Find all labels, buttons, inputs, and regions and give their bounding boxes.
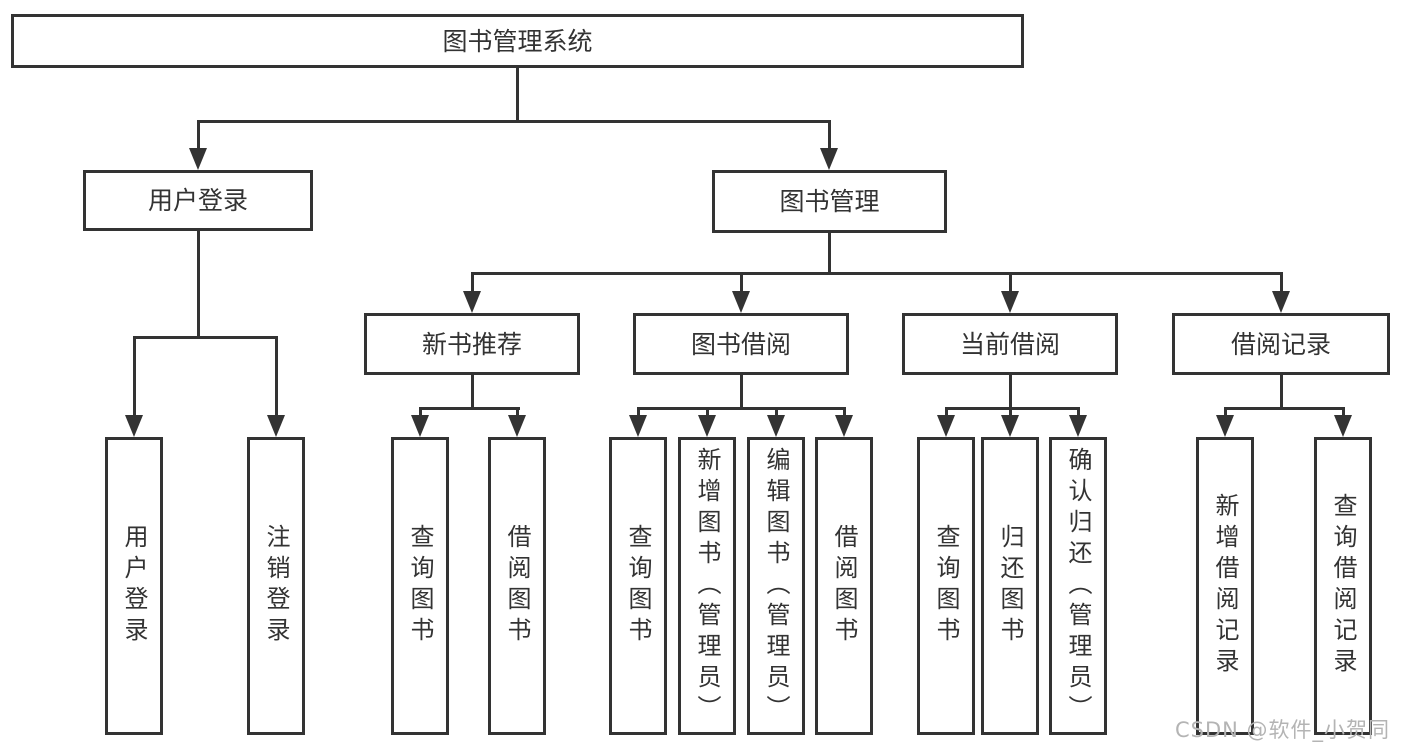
arrow-down-icon xyxy=(767,415,785,437)
leaf-edit-books-admin: 编辑图书（管理员） xyxy=(747,437,805,735)
arrow-down-icon xyxy=(732,291,750,313)
connector-section-bar xyxy=(945,407,1080,410)
connector-section-stem xyxy=(1280,375,1283,407)
connector-drop-section xyxy=(740,272,743,294)
connector-user-login-bar xyxy=(133,336,278,339)
connector-drop-leaf xyxy=(516,407,519,419)
leaf-borrow-books-1: 借阅图书 xyxy=(488,437,546,735)
connector-root-bar xyxy=(197,120,831,123)
connector-section-bar xyxy=(1224,407,1345,410)
arrow-down-icon xyxy=(835,415,853,437)
leaf-add-books-admin: 新增图书（管理员） xyxy=(678,437,736,735)
arrow-down-icon xyxy=(1069,415,1087,437)
arrow-down-icon xyxy=(1216,415,1234,437)
leaf-borrow-books-2: 借阅图书 xyxy=(815,437,873,735)
arrow-down-icon xyxy=(937,415,955,437)
connector-drop-section xyxy=(471,272,474,294)
connector-drop-leaf xyxy=(1342,407,1345,419)
leaf-user-login: 用户登录 xyxy=(105,437,163,735)
connector-drop-section xyxy=(1009,272,1012,294)
arrow-down-icon xyxy=(1001,291,1019,313)
connector-book-management-stem xyxy=(828,233,831,272)
connector-section-bar xyxy=(637,407,846,410)
arrow-down-icon xyxy=(1001,415,1019,437)
leaf-add-borrow-record: 新增借阅记录 xyxy=(1196,437,1254,735)
leaf-query-borrow-record: 查询借阅记录 xyxy=(1314,437,1372,735)
arrow-down-icon xyxy=(1272,291,1290,313)
connector-section-stem xyxy=(740,375,743,407)
arrow-down-icon xyxy=(125,415,143,437)
branch-book-management: 图书管理 xyxy=(712,170,947,233)
connector-drop-leaf xyxy=(1077,407,1080,419)
section-book-borrow: 图书借阅 xyxy=(633,313,849,375)
arrow-down-icon xyxy=(189,148,207,170)
root-node: 图书管理系统 xyxy=(11,14,1024,68)
arrow-down-icon xyxy=(820,148,838,170)
connector-section-stem xyxy=(1009,375,1012,407)
arrow-down-icon xyxy=(698,415,716,437)
arrow-down-icon xyxy=(1334,415,1352,437)
connector-drop-leaf xyxy=(275,336,278,416)
connector-root-stem xyxy=(516,68,519,123)
connector-drop-leaf xyxy=(775,407,778,419)
connector-drop-leaf xyxy=(1009,407,1012,419)
connector-drop-section xyxy=(1280,272,1283,294)
leaf-query-books-3: 查询图书 xyxy=(917,437,975,735)
section-current-borrow: 当前借阅 xyxy=(902,313,1118,375)
arrow-down-icon xyxy=(411,415,429,437)
leaf-query-books-2: 查询图书 xyxy=(609,437,667,735)
arrow-down-icon xyxy=(629,415,647,437)
csdn-watermark: CSDN @软件_小贺同学 xyxy=(1175,718,1391,742)
connector-drop-book-management xyxy=(828,120,831,152)
connector-user-login-stem xyxy=(197,231,200,336)
connector-drop-leaf xyxy=(706,407,709,419)
connector-section-stem xyxy=(471,375,474,407)
connector-drop-leaf xyxy=(843,407,846,419)
connector-drop-leaf xyxy=(133,336,136,416)
connector-section-bar xyxy=(419,407,520,410)
leaf-return-books: 归还图书 xyxy=(981,437,1039,735)
leaf-confirm-return-admin: 确认归还（管理员） xyxy=(1049,437,1107,735)
section-borrow-records: 借阅记录 xyxy=(1172,313,1390,375)
leaf-query-books-1: 查询图书 xyxy=(391,437,449,735)
connector-book-management-bar xyxy=(471,272,1283,275)
connector-drop-leaf xyxy=(419,407,422,419)
leaf-logout: 注销登录 xyxy=(247,437,305,735)
arrow-down-icon xyxy=(463,291,481,313)
section-new-book-recommend: 新书推荐 xyxy=(364,313,580,375)
arrow-down-icon xyxy=(267,415,285,437)
arrow-down-icon xyxy=(508,415,526,437)
connector-drop-leaf xyxy=(945,407,948,419)
connector-drop-leaf xyxy=(637,407,640,419)
connector-drop-user-login xyxy=(197,120,200,152)
connector-drop-leaf xyxy=(1224,407,1227,419)
branch-user-login: 用户登录 xyxy=(83,170,313,231)
